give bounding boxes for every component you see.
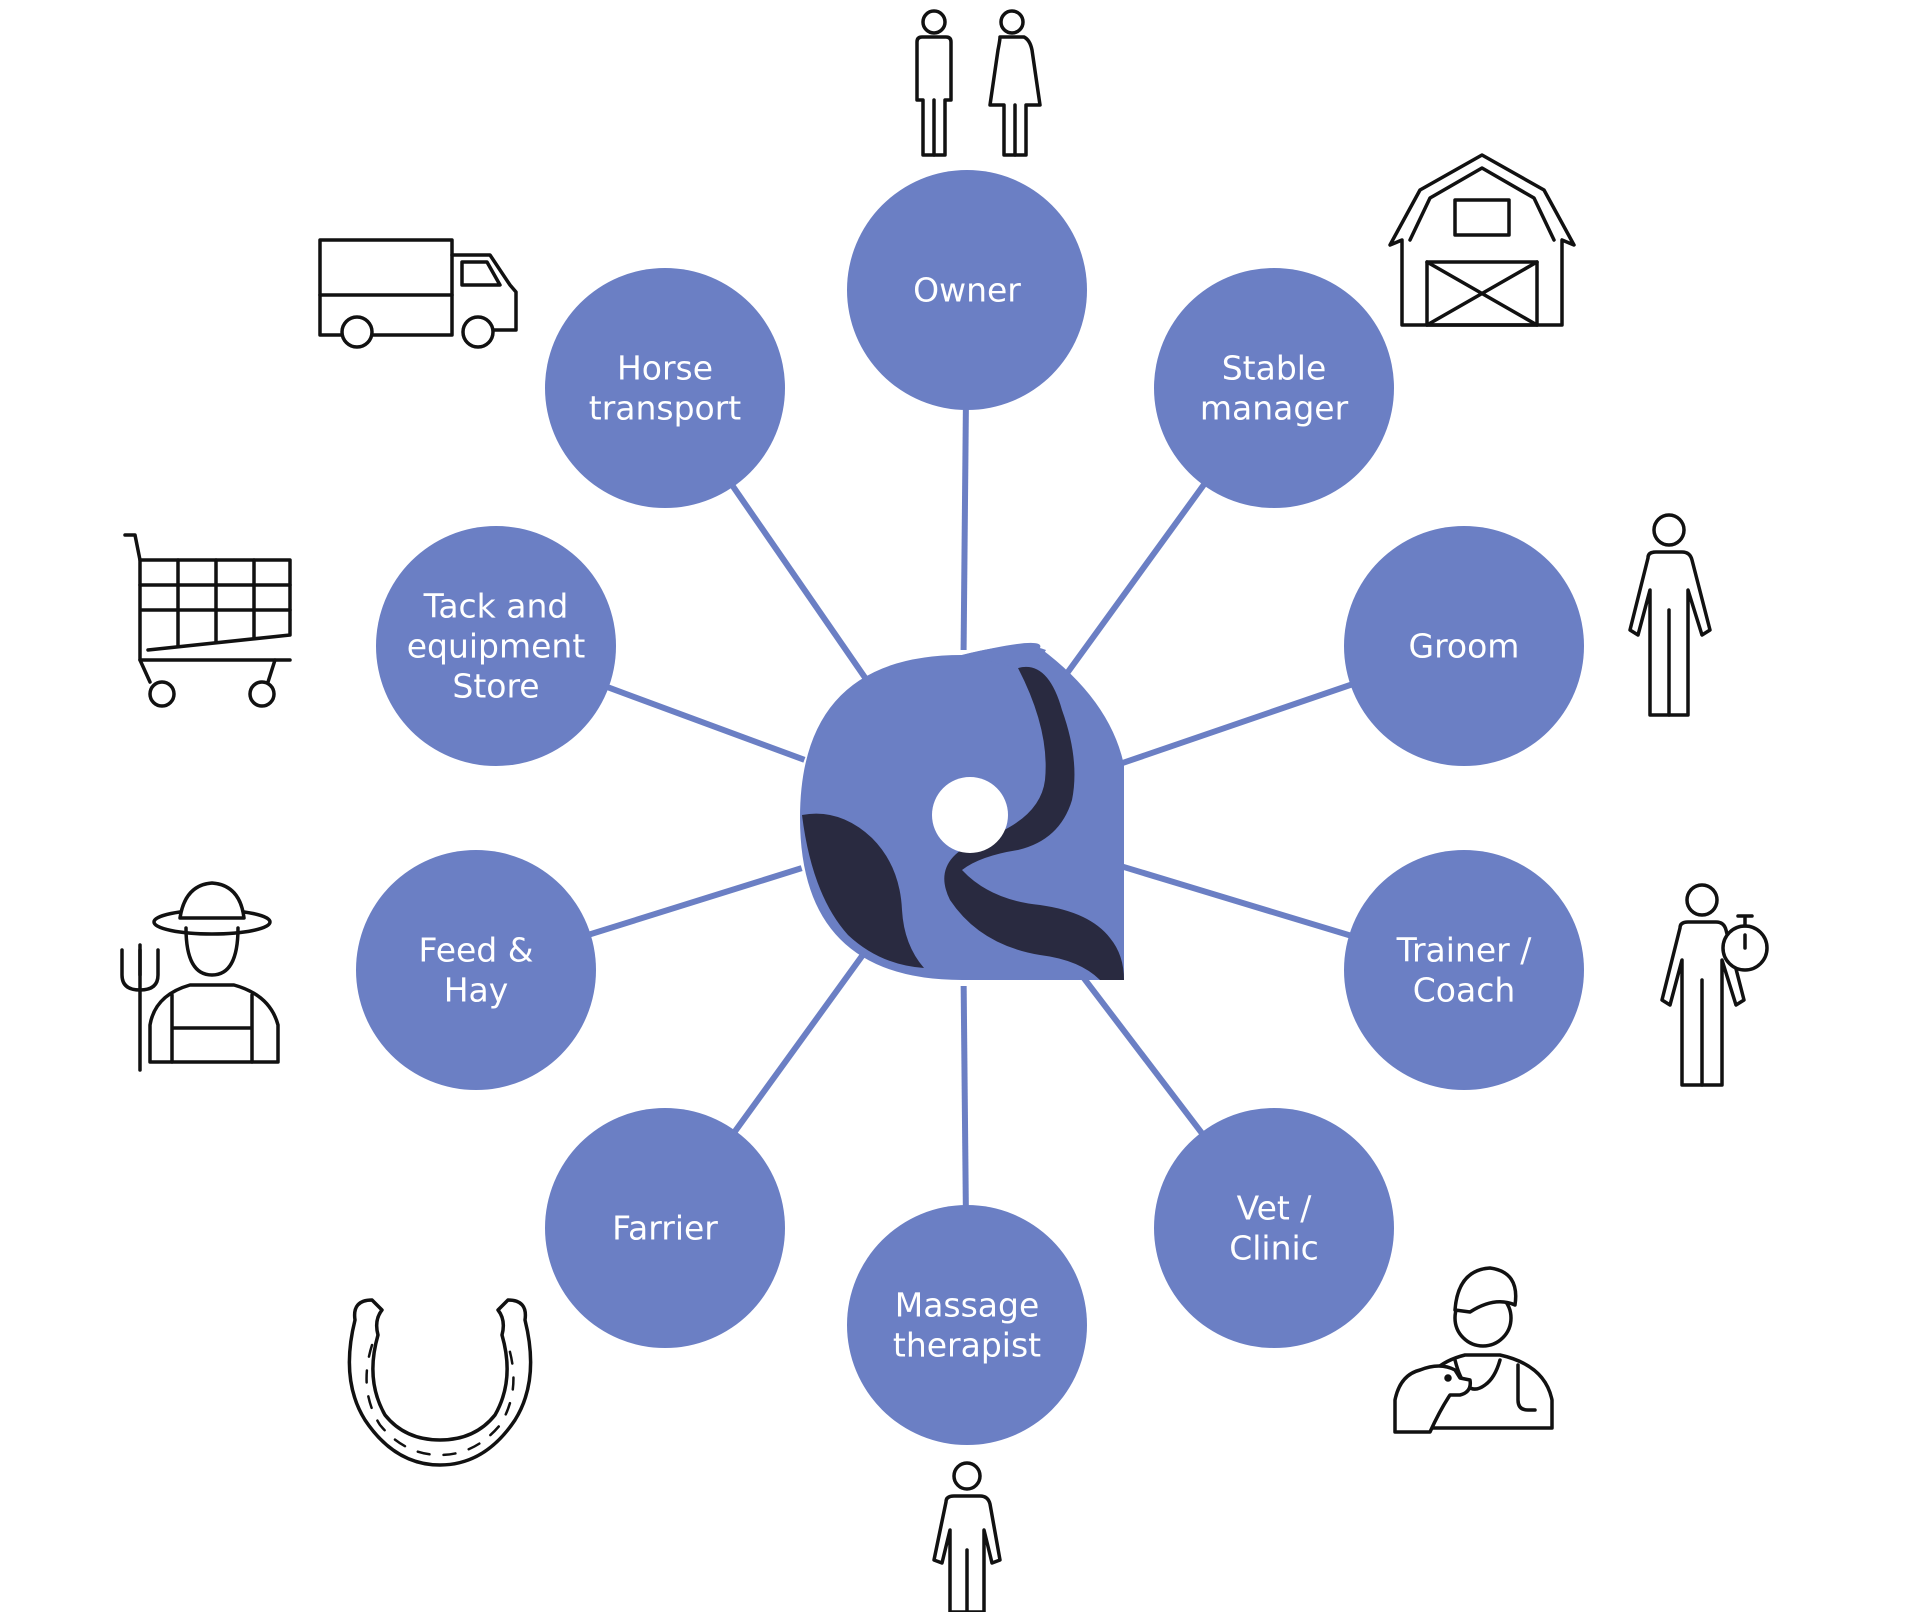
node-circle	[1154, 1108, 1394, 1348]
connector-farrier	[731, 952, 866, 1135]
node-label: Coach	[1413, 971, 1516, 1010]
node-label: Farrier	[612, 1209, 718, 1248]
node-label: Vet /	[1237, 1189, 1313, 1228]
node-trainer-coach: Trainer /Coach	[1344, 850, 1584, 1090]
hub-logo-dark-swirl-left	[802, 813, 924, 968]
connector-feed-hay	[587, 865, 803, 938]
node-feed-hay: Feed &Hay	[356, 850, 596, 1090]
node-circle	[545, 1108, 785, 1348]
connector-trainer-coach	[1121, 863, 1352, 939]
node-vet-clinic: Vet /Clinic	[1154, 1108, 1394, 1348]
node-label: equipment	[407, 627, 586, 666]
node-circle	[356, 850, 596, 1090]
node-circle	[1344, 526, 1584, 766]
node-label: Owner	[913, 271, 1021, 310]
couple-icon	[915, 9, 1042, 157]
connector-lines	[587, 407, 1354, 1208]
farmer-icon	[120, 881, 280, 1072]
truck-icon	[318, 238, 518, 349]
node-circle	[376, 526, 616, 766]
node-groom: Groom	[1344, 526, 1584, 766]
connector-groom	[1119, 681, 1354, 767]
hub-logo-top-tab	[962, 646, 1046, 668]
person-icon-groom	[1628, 513, 1712, 717]
connector-vet-clinic	[1061, 949, 1205, 1136]
connector-stable-manager	[1058, 481, 1208, 684]
connector-horse-transport	[729, 483, 869, 682]
barn-icon	[1388, 153, 1576, 327]
node-circle	[847, 170, 1087, 410]
person-icon-massage	[932, 1461, 1002, 1612]
hub-logo-icon	[800, 642, 1124, 980]
connector-owner	[960, 407, 969, 651]
horseshoe-icon	[347, 1298, 533, 1467]
hub-logo-hole	[932, 777, 1008, 853]
node-label: Groom	[1409, 627, 1520, 666]
node-label: Feed &	[419, 931, 534, 970]
node-circle	[1154, 268, 1394, 508]
hub-logo-dark-swirl-right	[944, 666, 1124, 980]
node-label: Store	[452, 667, 539, 706]
node-circle	[1344, 850, 1584, 1090]
shopping-cart-icon	[123, 533, 292, 708]
node-label: manager	[1200, 389, 1349, 428]
node-owner: Owner	[847, 170, 1087, 410]
node-label: transport	[589, 389, 742, 428]
node-label: Hay	[444, 971, 509, 1010]
node-label: therapist	[893, 1326, 1041, 1365]
icons	[120, 9, 1769, 1612]
node-label: Stable	[1222, 349, 1327, 388]
node-circle	[545, 268, 785, 508]
connector-tack-equipment-store	[605, 684, 806, 763]
trainer-stopwatch-icon	[1660, 883, 1769, 1087]
node-farrier: Farrier	[545, 1108, 785, 1348]
node-label: Clinic	[1229, 1229, 1319, 1268]
connector-massage-therapist	[960, 985, 969, 1208]
node-label: Tack and	[423, 587, 569, 626]
node-label: Trainer /	[1396, 931, 1533, 970]
veterinarian-icon	[1393, 1266, 1554, 1434]
node-label: Massage	[895, 1286, 1040, 1325]
node-label: Horse	[617, 349, 713, 388]
node-circle	[847, 1205, 1087, 1445]
